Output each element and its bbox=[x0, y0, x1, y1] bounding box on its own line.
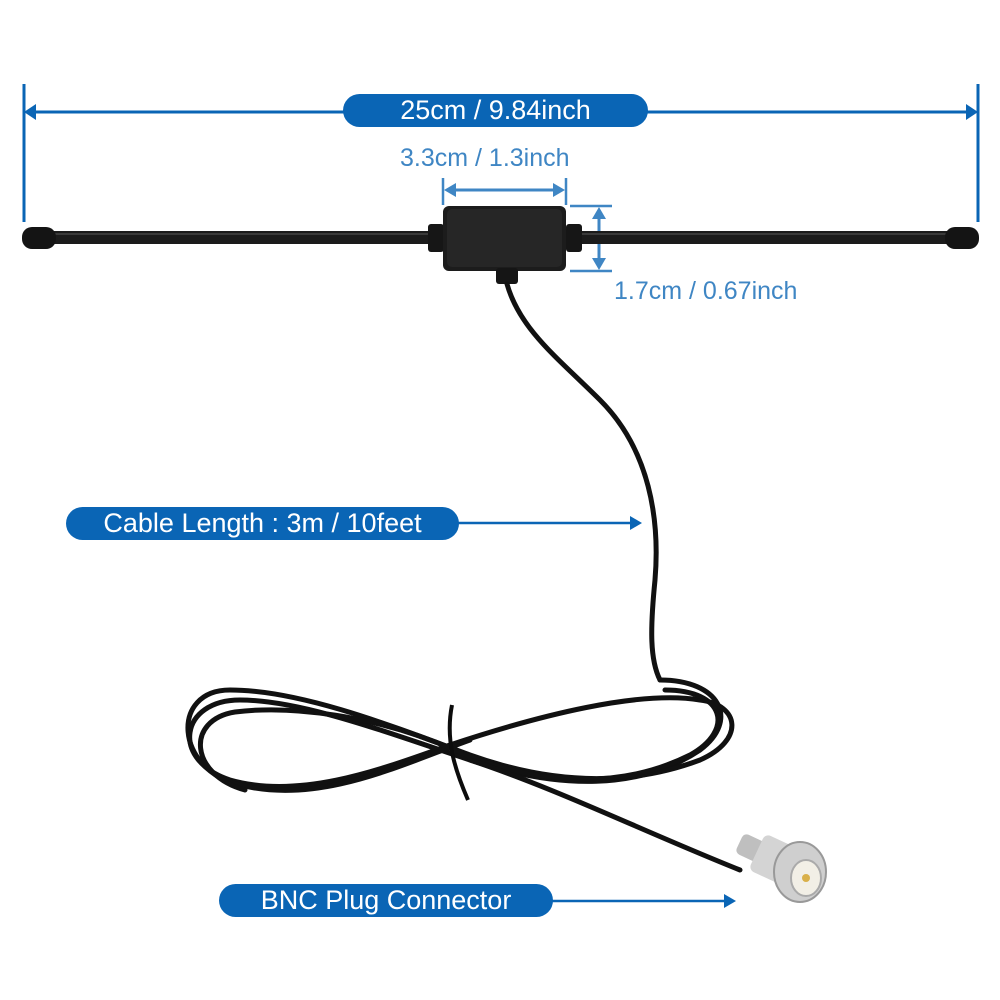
box-width-label: 3.3cm / 1.3inch bbox=[400, 144, 570, 172]
cable-length-label: Cable Length : 3m / 10feet bbox=[66, 507, 459, 540]
antenna-balun-box bbox=[443, 206, 566, 284]
box-width-dimension bbox=[441, 178, 568, 205]
antenna-rod bbox=[22, 224, 979, 252]
box-height-label: 1.7cm / 0.67inch bbox=[614, 277, 798, 305]
cable-length-arrow bbox=[458, 516, 642, 530]
connector-arrow bbox=[552, 894, 736, 908]
coax-cable bbox=[185, 281, 743, 873]
cable-tie bbox=[447, 704, 470, 801]
overall-length-label: 25cm / 9.84inch bbox=[343, 94, 648, 127]
bnc-connector bbox=[736, 834, 827, 903]
connector-label: BNC Plug Connector bbox=[219, 884, 553, 917]
